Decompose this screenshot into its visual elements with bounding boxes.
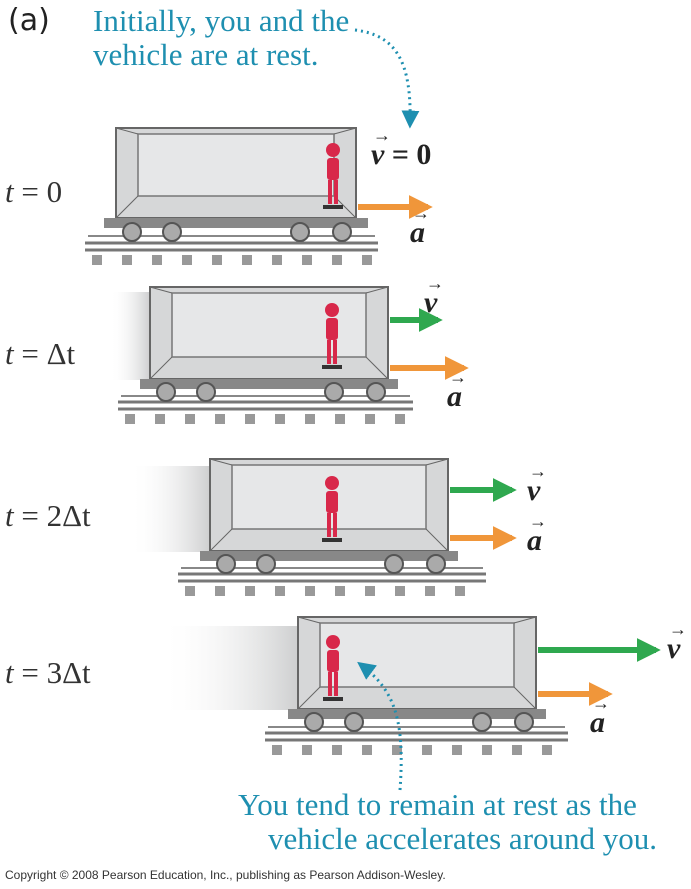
person bbox=[323, 143, 343, 209]
top-note-pointer bbox=[354, 28, 420, 129]
top-note-line-2: vehicle are at rest. bbox=[93, 37, 319, 72]
bottom-note: You tend to remain at rest as the vehicl… bbox=[238, 788, 657, 856]
vehicle bbox=[104, 127, 368, 242]
scene-t1 bbox=[110, 286, 469, 424]
bottom-note-line-2: vehicle accelerates around you. bbox=[268, 821, 658, 856]
velocity-label: →v bbox=[527, 461, 547, 507]
acceleration-label: →a bbox=[590, 693, 610, 739]
scene-t2 bbox=[130, 458, 517, 596]
panel-label: (a) bbox=[8, 3, 50, 38]
vehicle bbox=[288, 616, 546, 732]
time-label-1: t = Δt bbox=[5, 336, 76, 371]
velocity-zero-label: →v = 0 bbox=[371, 125, 432, 171]
velocity-label: →v bbox=[424, 273, 444, 319]
person bbox=[322, 303, 342, 369]
copyright-notice: Copyright © 2008 Pearson Education, Inc.… bbox=[5, 868, 446, 882]
velocity-label: →v bbox=[667, 619, 687, 665]
time-label-0: t = 0 bbox=[5, 174, 63, 209]
person bbox=[322, 476, 342, 542]
scene-t3 bbox=[160, 616, 661, 755]
top-note-line-1: Initially, you and the bbox=[93, 3, 350, 38]
vehicle bbox=[140, 286, 398, 402]
acceleration-label: →a bbox=[410, 203, 430, 249]
motion-wake bbox=[160, 626, 298, 710]
acceleration-label: →a bbox=[447, 367, 467, 413]
motion-wake bbox=[110, 292, 150, 380]
time-label-2: t = 2Δt bbox=[5, 498, 91, 533]
person bbox=[323, 635, 343, 701]
top-note: Initially, you and the vehicle are at re… bbox=[93, 4, 349, 72]
motion-wake bbox=[130, 466, 210, 552]
bottom-note-line-1: You tend to remain at rest as the bbox=[238, 787, 637, 822]
scene-t0 bbox=[85, 127, 433, 265]
time-label-3: t = 3Δt bbox=[5, 655, 91, 690]
acceleration-label: →a bbox=[527, 511, 547, 557]
